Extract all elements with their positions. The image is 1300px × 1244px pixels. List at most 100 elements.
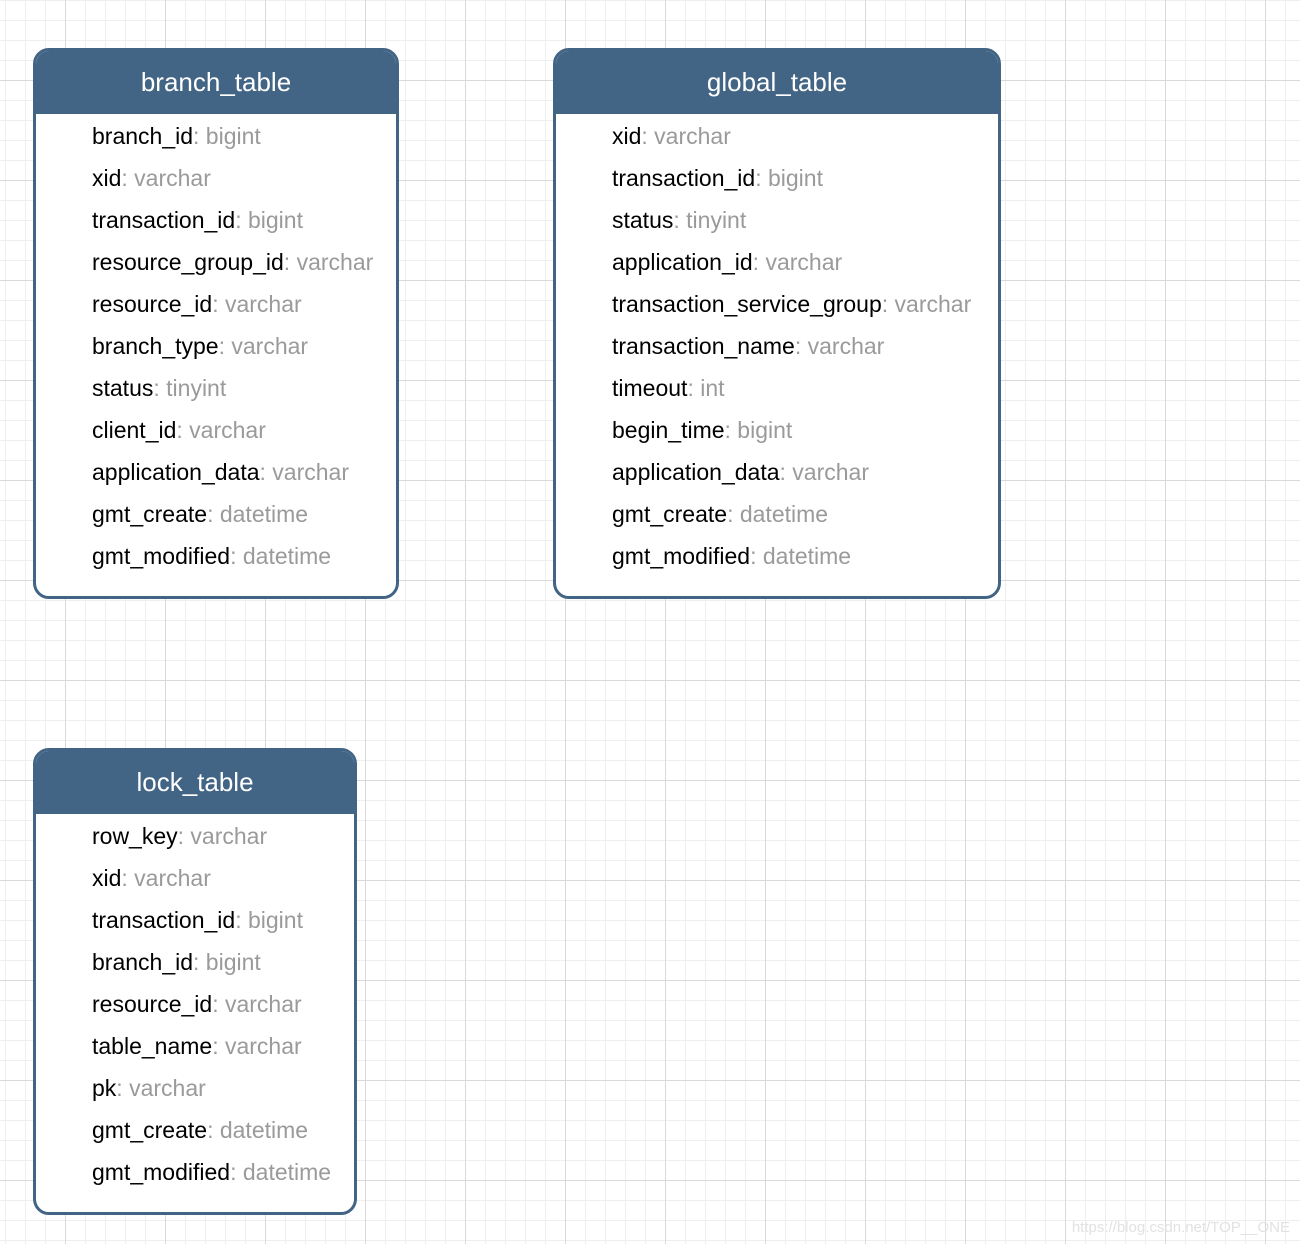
field-name: client_id <box>92 417 177 443</box>
field-row[interactable]: application_id: varchar <box>556 241 998 283</box>
field-row[interactable]: branch_id: bigint <box>36 115 396 157</box>
field-type: : bigint <box>193 123 261 149</box>
field-row[interactable]: gmt_modified: datetime <box>556 535 998 577</box>
entity-header: global_table <box>556 51 998 114</box>
field-type: : datetime <box>207 501 309 527</box>
entity-header: branch_table <box>36 51 396 114</box>
field-row[interactable]: application_data: varchar <box>556 451 998 493</box>
field-name: application_data <box>612 459 780 485</box>
field-name: transaction_id <box>92 207 236 233</box>
field-row[interactable]: gmt_create: datetime <box>36 493 396 535</box>
field-type: : varchar <box>641 123 731 149</box>
field-type: : datetime <box>230 1159 332 1185</box>
field-row[interactable]: begin_time: bigint <box>556 409 998 451</box>
field-row[interactable]: application_data: varchar <box>36 451 396 493</box>
field-name: branch_type <box>92 333 219 359</box>
field-type: : varchar <box>752 249 843 275</box>
field-row[interactable]: gmt_modified: datetime <box>36 535 396 577</box>
field-name: status <box>92 375 154 401</box>
field-name: application_id <box>612 249 753 275</box>
entity-title: branch_table <box>140 67 292 97</box>
field-row[interactable]: status: tinyint <box>556 199 998 241</box>
field-row[interactable]: gmt_create: datetime <box>556 493 998 535</box>
field-name: resource_group_id <box>92 249 284 275</box>
field-row[interactable]: resource_group_id: varchar <box>36 241 396 283</box>
field-name: application_data <box>92 459 260 485</box>
field-name: branch_id <box>92 123 194 149</box>
field-row[interactable]: xid: varchar <box>36 157 396 199</box>
field-type: : varchar <box>283 249 374 275</box>
field-type: : varchar <box>794 333 885 359</box>
field-name: gmt_modified <box>612 543 751 569</box>
field-name: transaction_name <box>612 333 795 359</box>
field-row[interactable]: transaction_id: bigint <box>556 157 998 199</box>
field-name: gmt_modified <box>92 543 231 569</box>
entity-title: lock_table <box>136 767 254 797</box>
field-type: : bigint <box>235 207 303 233</box>
field-row[interactable]: status: tinyint <box>36 367 396 409</box>
field-name: status <box>612 207 674 233</box>
field-row[interactable]: gmt_create: datetime <box>36 1109 354 1151</box>
field-row[interactable]: xid: varchar <box>556 115 998 157</box>
field-type: : datetime <box>207 1117 309 1143</box>
field-type: : varchar <box>881 291 972 317</box>
field-type: : tinyint <box>673 207 747 233</box>
field-type: : varchar <box>121 165 211 191</box>
entity-header: lock_table <box>36 751 354 814</box>
field-type: : datetime <box>230 543 332 569</box>
field-name: resource_id <box>92 991 213 1017</box>
field-row[interactable]: transaction_service_group: varchar <box>556 283 998 325</box>
field-type: : varchar <box>212 1033 302 1059</box>
field-name: resource_id <box>92 291 213 317</box>
watermark: https://blog.csdn.net/TOP__ONE <box>1071 1219 1290 1236</box>
field-name: branch_id <box>92 949 194 975</box>
field-name: transaction_id <box>92 907 236 933</box>
field-row[interactable]: resource_id: varchar <box>36 283 396 325</box>
field-row[interactable]: transaction_name: varchar <box>556 325 998 367</box>
field-name: gmt_create <box>612 501 728 527</box>
field-type: : varchar <box>212 291 302 317</box>
entity-title: global_table <box>706 67 848 97</box>
field-type: : bigint <box>755 165 823 191</box>
field-name: row_key <box>92 823 178 849</box>
field-row[interactable]: gmt_modified: datetime <box>36 1151 354 1193</box>
field-name: timeout <box>612 375 688 401</box>
field-name: transaction_id <box>612 165 756 191</box>
field-name: xid <box>612 123 642 149</box>
field-type: : int <box>687 375 725 401</box>
field-row[interactable]: pk: varchar <box>36 1067 354 1109</box>
field-type: : varchar <box>176 417 266 443</box>
field-row[interactable]: table_name: varchar <box>36 1025 354 1067</box>
field-type: : varchar <box>121 865 211 891</box>
field-row[interactable]: branch_id: bigint <box>36 941 354 983</box>
field-type: : datetime <box>727 501 829 527</box>
field-type: : bigint <box>724 417 793 443</box>
field-row[interactable]: resource_id: varchar <box>36 983 354 1025</box>
field-type: : varchar <box>212 991 302 1017</box>
field-name: xid <box>92 165 122 191</box>
field-row[interactable]: timeout: int <box>556 367 998 409</box>
field-type: : varchar <box>259 459 350 485</box>
field-name: gmt_create <box>92 1117 208 1143</box>
field-row[interactable]: branch_type: varchar <box>36 325 396 367</box>
field-name: gmt_modified <box>92 1159 231 1185</box>
field-row[interactable]: transaction_id: bigint <box>36 899 354 941</box>
field-name: gmt_create <box>92 501 208 527</box>
field-type: : varchar <box>779 459 870 485</box>
field-name: begin_time <box>612 417 725 443</box>
field-row[interactable]: xid: varchar <box>36 857 354 899</box>
field-row[interactable]: transaction_id: bigint <box>36 199 396 241</box>
field-type: : datetime <box>750 543 852 569</box>
field-type: : tinyint <box>153 375 227 401</box>
field-name: pk <box>92 1075 117 1101</box>
field-row[interactable]: row_key: varchar <box>36 815 354 857</box>
field-type: : bigint <box>193 949 261 975</box>
field-row[interactable]: client_id: varchar <box>36 409 396 451</box>
field-type: : varchar <box>116 1075 206 1101</box>
